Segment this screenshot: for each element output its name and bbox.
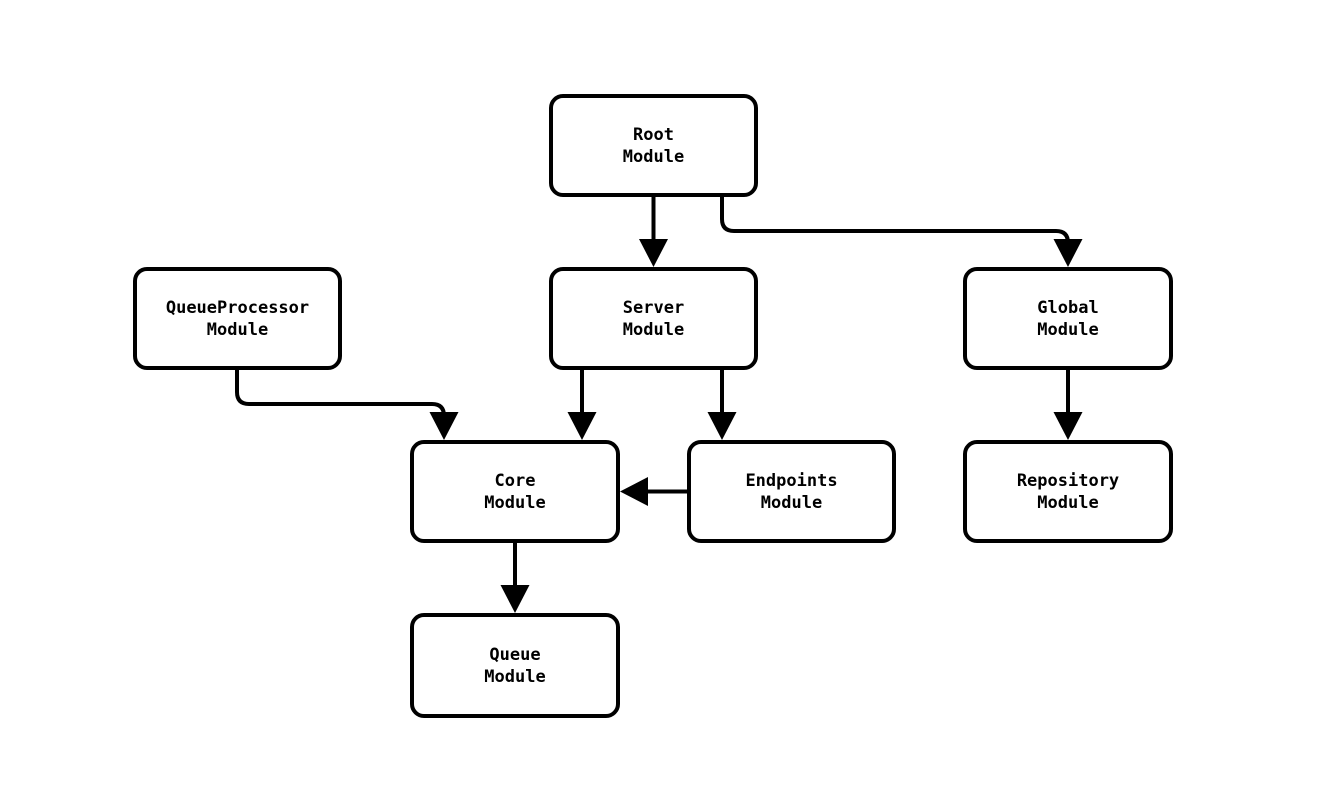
node-repository-line1: Repository bbox=[1016, 470, 1120, 491]
node-endpoints-line2: Module bbox=[760, 492, 823, 513]
node-root-line2: Module bbox=[622, 146, 685, 167]
node-queue-line1: Queue bbox=[489, 644, 541, 665]
edge-root-global bbox=[720, 197, 1083, 267]
edge-server-core bbox=[567, 370, 597, 440]
node-global-line2: Module bbox=[1037, 319, 1099, 340]
node-queueprocessor-line2: Module bbox=[206, 319, 269, 340]
edge-root-server bbox=[639, 197, 668, 267]
node-repository[interactable]: Repository Module bbox=[963, 440, 1173, 543]
node-core[interactable]: Core Module bbox=[410, 440, 620, 543]
edge-core-queue bbox=[500, 543, 530, 613]
node-core-line2: Module bbox=[484, 492, 546, 513]
edge-server-endpoints bbox=[707, 370, 737, 440]
node-endpoints-line1: Endpoints bbox=[745, 470, 838, 491]
node-queueprocessor[interactable]: QueueProcessor Module bbox=[133, 267, 342, 370]
edge-queueprocessor-core bbox=[235, 370, 459, 440]
node-server-line1: Server bbox=[622, 297, 685, 318]
node-root-line1: Root bbox=[633, 124, 674, 145]
node-global[interactable]: Global Module bbox=[963, 267, 1173, 370]
node-queue[interactable]: Queue Module bbox=[410, 613, 620, 718]
edge-global-repository bbox=[1053, 370, 1083, 440]
node-server[interactable]: Server Module bbox=[549, 267, 758, 370]
node-core-line1: Core bbox=[494, 470, 536, 491]
node-global-line1: Global bbox=[1037, 297, 1099, 318]
node-endpoints[interactable]: Endpoints Module bbox=[687, 440, 896, 543]
node-repository-line2: Module bbox=[1037, 492, 1099, 513]
node-root[interactable]: Root Module bbox=[549, 94, 758, 197]
node-queue-line2: Module bbox=[484, 666, 546, 687]
node-queueprocessor-line1: QueueProcessor bbox=[165, 297, 310, 318]
edge-endpoints-core bbox=[620, 477, 687, 506]
node-server-line2: Module bbox=[622, 319, 685, 340]
